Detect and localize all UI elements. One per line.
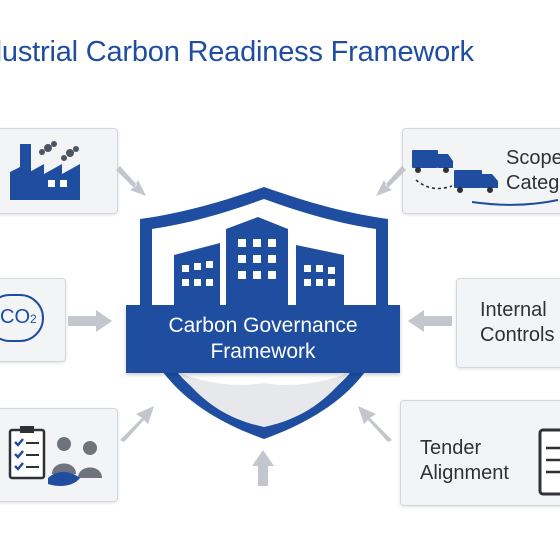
tender-line2: Alignment [420,462,509,484]
factory-icon [10,141,80,200]
co2-text: CO [0,306,30,328]
internal-controls-text: Internal Controls [480,298,554,348]
buildings-icon [174,217,344,307]
arrow-from-bottom [252,450,274,486]
tender-card [400,400,560,506]
internal-line2: Controls [480,324,555,346]
center-label-line1: Carbon Governance [168,314,358,337]
arrow-from-middle-left [68,310,112,332]
tender-text: Tender Alignment [420,436,509,486]
co2-icon [0,294,44,342]
internal-line1: Internal [480,299,547,321]
co2-label: CO2 [0,306,37,329]
diagram-title: dustrial Carbon Readiness Framework [0,36,474,68]
arrow-from-bottom-left [120,406,154,442]
arrow-from-middle-right [408,310,452,332]
tender-line1: Tender [420,437,482,459]
delivery-trucks-icon [412,150,498,193]
scope-swoosh [471,199,559,206]
scope-line1: Scope [506,147,560,169]
scope-card-text: Scope Catego [506,146,560,196]
team-card [0,408,118,502]
scope-line2: Catego [506,172,560,194]
arrow-from-top-left [116,166,146,196]
arrow-from-bottom-right [358,406,392,442]
co2-card [0,278,66,362]
center-label: Carbon Governance Framework [126,305,400,373]
document-checklist-icon [538,428,560,496]
center-label-line2: Framework [210,340,316,363]
checklist-team-handshake-icon [8,426,102,486]
internal-controls-card [456,278,560,368]
co2-subscript: 2 [30,312,37,326]
arrow-from-top-right [376,166,406,196]
